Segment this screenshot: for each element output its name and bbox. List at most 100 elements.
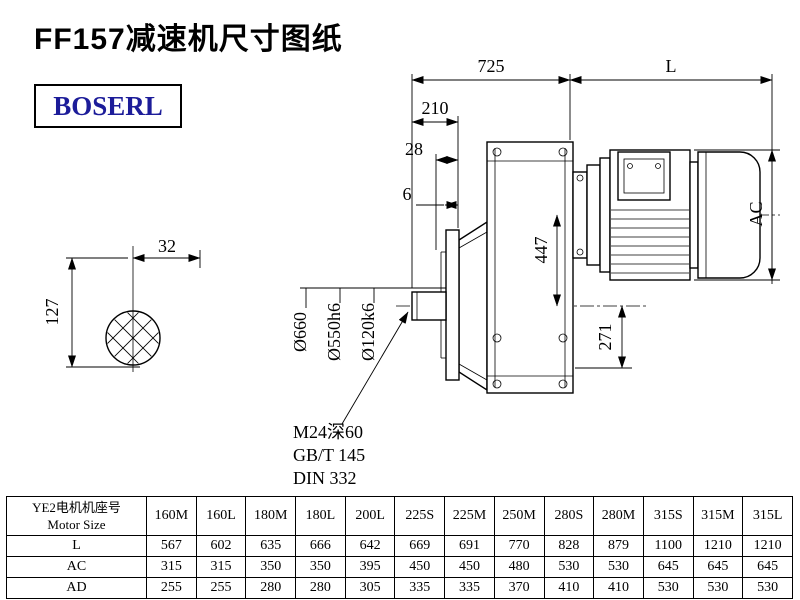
size-header-cell: 160M [146, 496, 197, 536]
fan-cover [697, 151, 761, 279]
dim-32-label: 32 [158, 236, 176, 256]
dim-127-label: 127 [42, 299, 62, 326]
value-cell: 567 [146, 535, 197, 557]
main-view: 725 L 210 28 6 447 271 [290, 56, 780, 488]
value-cell: 828 [543, 535, 595, 557]
motor-size-header-cell: YE2电机机座号 Motor Size [6, 496, 147, 536]
size-header-cell: 225S [394, 496, 446, 536]
value-cell: 350 [295, 556, 346, 578]
value-cell: 635 [245, 535, 297, 557]
value-cell: 315 [146, 556, 197, 578]
table-row: L 567 602 635 666 642 669 691 770 828 87… [6, 535, 793, 557]
value-cell: 879 [593, 535, 644, 557]
bolt-icon [558, 147, 568, 157]
dim-447-label: 447 [531, 237, 551, 264]
value-cell: 1210 [742, 535, 793, 557]
value-cell: 305 [344, 577, 396, 599]
header-en: Motor Size [47, 517, 106, 532]
thread-note: M24深60 GB/T 145 DIN 332 [293, 422, 365, 488]
value-cell: 602 [195, 535, 247, 557]
size-header-cell: 315M [692, 496, 744, 536]
motor-rear-step [689, 161, 699, 269]
dim-AC [694, 149, 780, 281]
gearbox-housing [486, 141, 574, 394]
size-header-cell: 315L [742, 496, 793, 536]
header-cn: YE2电机机座号 [32, 500, 121, 515]
value-cell: 530 [742, 577, 793, 599]
bolt-icon [627, 163, 633, 169]
value-cell: 642 [344, 535, 396, 557]
value-cell: 645 [642, 556, 694, 578]
value-cell: 255 [146, 577, 197, 599]
value-cell: 1210 [692, 535, 744, 557]
value-cell: 645 [742, 556, 793, 578]
bolt-icon [576, 174, 584, 182]
value-cell: 480 [493, 556, 545, 578]
table-header-row: YE2电机机座号 Motor Size 160M 160L 180M 180L … [6, 496, 793, 536]
shaft-end-view: 32 127 [42, 236, 201, 372]
output-bell [458, 220, 488, 392]
bolt-icon [655, 163, 661, 169]
dim-271 [575, 305, 632, 369]
dim-725-label: 725 [478, 56, 505, 76]
row-label-cell: AD [6, 577, 147, 599]
diameter-leaders [300, 287, 446, 308]
value-cell: 370 [493, 577, 545, 599]
value-cell: 691 [444, 535, 495, 557]
thread-note-leader [341, 311, 409, 425]
dim-28 [435, 154, 459, 250]
terminal-box [617, 151, 671, 201]
dia-550-label: Ø550h6 [324, 303, 344, 361]
size-header-cell: 250M [493, 496, 545, 536]
thread-note-din: DIN 332 [293, 468, 357, 488]
value-cell: 530 [543, 556, 595, 578]
size-header-cell: 200L [344, 496, 396, 536]
size-header-cell: 280M [593, 496, 644, 536]
dim-210 [411, 116, 459, 228]
value-cell: 645 [692, 556, 744, 578]
size-header-cell: 225M [444, 496, 495, 536]
size-header-cell: 280S [543, 496, 595, 536]
size-header-cell: 160L [195, 496, 247, 536]
thread-note-gb: GB/T 145 [293, 445, 365, 465]
row-label-cell: L [6, 535, 147, 557]
bolt-icon [492, 333, 502, 343]
thread-note-tap: M24深60 [293, 422, 363, 442]
motor-adapter [572, 164, 601, 266]
bolt-icon [492, 379, 502, 389]
value-cell: 410 [543, 577, 595, 599]
value-cell: 1100 [642, 535, 694, 557]
value-cell: 530 [642, 577, 694, 599]
value-cell: 450 [444, 556, 495, 578]
dim-L-label: L [666, 56, 677, 76]
size-header-cell: 315S [642, 496, 694, 536]
bolt-icon [492, 147, 502, 157]
value-cell: 395 [344, 556, 396, 578]
value-cell: 335 [444, 577, 495, 599]
value-cell: 666 [295, 535, 346, 557]
dim-127 [66, 257, 140, 368]
value-cell: 669 [394, 535, 446, 557]
dim-6-label: 6 [403, 184, 412, 204]
output-shaft [411, 291, 447, 321]
value-cell: 335 [394, 577, 446, 599]
dia-660-label: Ø660 [290, 312, 310, 352]
value-cell: 410 [593, 577, 644, 599]
dim-28-label: 28 [405, 139, 423, 159]
row-label-cell: AC [6, 556, 147, 578]
table-row: AC 315 315 350 350 395 450 450 480 530 5… [6, 556, 793, 578]
value-cell: 315 [195, 556, 247, 578]
bolt-icon [558, 333, 568, 343]
value-cell: 530 [692, 577, 744, 599]
brand-logo: BOSERL [34, 84, 182, 128]
size-header-cell: 180M [245, 496, 297, 536]
value-cell: 255 [195, 577, 247, 599]
motor [599, 149, 761, 281]
dia-120-label: Ø120k6 [358, 303, 378, 361]
dim-210-label: 210 [422, 98, 449, 118]
motor-fins [611, 209, 689, 274]
motor-front-ring [599, 157, 611, 273]
technical-drawing: 32 127 [42, 56, 780, 488]
bolt-icon [576, 248, 584, 256]
table-row: AD 255 255 280 280 305 335 335 370 410 4… [6, 577, 793, 599]
